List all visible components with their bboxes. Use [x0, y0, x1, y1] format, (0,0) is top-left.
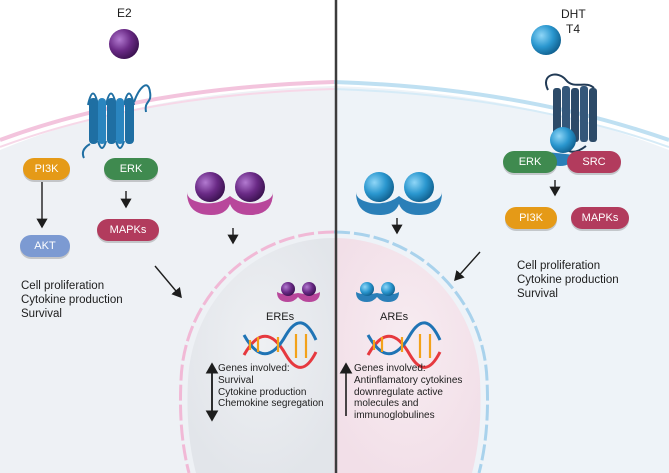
right-gene-3: molecules and [354, 398, 419, 410]
eres-label: EREs [266, 311, 295, 323]
t4-label: T4 [566, 22, 581, 36]
ares-label: AREs [380, 311, 409, 323]
dht-t4-ligand [531, 25, 561, 55]
akt-pill: AKT [20, 235, 70, 257]
nuclear-envelope-right [333, 230, 490, 473]
right-genes-block: Genes involved: Antinflamatory cytokines… [354, 363, 462, 422]
right-effects-list: Cell proliferation Cytokine production S… [517, 260, 619, 301]
mapks-pill-left: MAPKs [97, 219, 159, 241]
e2-ligand [109, 29, 139, 59]
right-effect-3: Survival [517, 287, 558, 300]
erk-pill-right: ERK [503, 151, 557, 173]
receptor-tail-left [81, 143, 91, 159]
left-effect-1: Cell proliferation [21, 280, 105, 292]
left-genes-title: Genes involved: [218, 363, 290, 374]
cell-membrane-right-inner [333, 88, 669, 148]
right-gene-1: Antinflamatory cytokines [354, 374, 463, 386]
dna-helix-right [366, 321, 442, 369]
pi3k-pill-right: PI3K [505, 207, 557, 229]
left-effects-list: Cell proliferation Cytokine production S… [21, 280, 123, 321]
arrow-to-nucleus-right [454, 251, 481, 282]
erk-pill-left: ERK [104, 158, 158, 180]
pi3k-pill-left: PI3K [23, 158, 70, 180]
src-pill: SRC [567, 151, 621, 173]
right-genes-title: Genes involved: [354, 363, 426, 374]
e2-label: E2 [117, 6, 132, 20]
cell-membrane-left [0, 80, 335, 142]
left-effect-3: Survival [21, 307, 62, 320]
left-genes-block: Genes involved: Survival Cytokine produc… [218, 363, 324, 410]
arrow-to-nucleus-left [154, 265, 182, 299]
right-effect-1: Cell proliferation [517, 260, 601, 272]
cell-membrane-right [333, 80, 669, 142]
right-gene-2: downregulate active [354, 386, 443, 398]
left-effect-2: Cytokine production [21, 293, 123, 306]
left-gene-1: Survival [218, 374, 254, 386]
dna-helix-left [242, 321, 318, 369]
are-dimer [356, 282, 399, 302]
right-effect-2: Cytokine production [517, 273, 619, 286]
left-gene-2: Cytokine production [218, 386, 307, 398]
ere-dimer [277, 282, 320, 302]
androgen-receptor-dimer [356, 172, 442, 215]
right-gene-4: immunoglobulines [354, 410, 435, 422]
receptor-helices-left [89, 98, 134, 144]
nuclear-envelope-left [178, 230, 335, 473]
cell-membrane-left-inner [0, 88, 335, 148]
estrogen-receptor-dimer [187, 172, 273, 215]
left-gene-3: Chemokine segregation [218, 398, 324, 410]
dht-label: DHT [561, 7, 586, 21]
mapks-pill-right: MAPKs [571, 207, 629, 229]
